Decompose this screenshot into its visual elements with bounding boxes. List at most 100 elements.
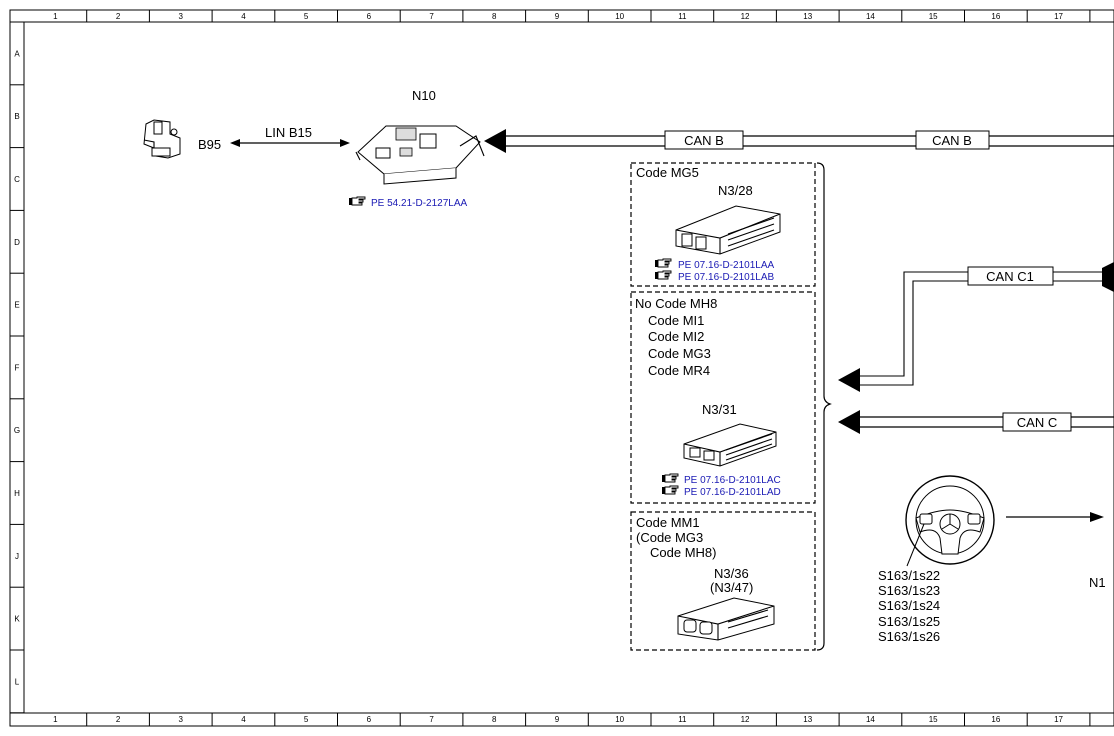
lin-b15-label: LIN B15 <box>265 125 312 140</box>
n10-ref: PE 54.21-D-2127LAA <box>371 198 468 209</box>
n3-31-label: N3/31 <box>702 402 737 417</box>
grid-col-label: 14 <box>866 715 875 724</box>
n3-28-module-icon <box>675 205 781 255</box>
grid-col-label: 5 <box>304 715 309 724</box>
n3-36-module-icon <box>677 597 775 641</box>
steering-label-2: S163/1s23 <box>878 583 940 598</box>
grid-col-label: 4 <box>241 715 246 724</box>
grid-row-label: K <box>14 615 20 624</box>
grid-row-label: D <box>14 238 20 247</box>
n3-31-ref-icon-2 <box>661 485 679 495</box>
grid-row-label: E <box>14 301 19 310</box>
steering-label-5: S163/1s26 <box>878 629 940 644</box>
grid-row-label: H <box>14 489 20 498</box>
grid-col-label: 6 <box>367 715 372 724</box>
group-mh8-code-3: Code MI2 <box>648 329 704 344</box>
n3-47-label: (N3/47) <box>710 580 753 595</box>
can-c-label: CAN C <box>1017 415 1057 430</box>
grid-col-label: 12 <box>741 12 750 21</box>
grid-col-label: 3 <box>179 12 184 21</box>
n3-31-module-icon <box>683 423 777 467</box>
grid-col-label: 17 <box>1054 12 1063 21</box>
n3-28-ref-1: PE 07.16-D-2101LAA <box>678 260 775 271</box>
grid-col-label: 7 <box>429 12 434 21</box>
group-mm1-frame <box>630 511 816 651</box>
grid-col-label: 12 <box>741 715 750 724</box>
can-c1-label: CAN C1 <box>986 269 1034 284</box>
grid-col-label: 10 <box>615 715 624 724</box>
grid-row-label: B <box>14 112 19 121</box>
grid-row-label: F <box>15 363 20 372</box>
grid-col-label: 1 <box>53 715 58 724</box>
steering-signal-arrow <box>1006 512 1104 522</box>
lin-b15-line <box>230 139 350 147</box>
n1-label: N1 <box>1089 575 1106 590</box>
steering-wheel-icon <box>905 475 995 565</box>
grid-col-label: 4 <box>241 12 246 21</box>
can-c-bus <box>838 410 1114 434</box>
group-mh8-code-2: Code MI1 <box>648 313 704 328</box>
grid-row-label: A <box>14 49 20 58</box>
can-c-box <box>1002 412 1072 432</box>
n3-31-ref-icon-1 <box>661 473 679 483</box>
grid-col-label: 16 <box>991 715 1000 724</box>
grid-row-label: G <box>14 426 20 435</box>
group-mh8-code-1: No Code MH8 <box>635 296 717 311</box>
n3-28-ref-2: PE 07.16-D-2101LAB <box>678 272 775 283</box>
can-c1-box <box>967 266 1054 286</box>
n3-28-ref-icon-2 <box>654 270 672 280</box>
grid-col-label: 13 <box>803 12 812 21</box>
grid-col-label: 8 <box>492 12 497 21</box>
grid-col-label: 3 <box>179 715 184 724</box>
grid-col-label: 6 <box>367 12 372 21</box>
grid-col-label: 1 <box>53 12 58 21</box>
group-mh8-code-5: Code MR4 <box>648 363 710 378</box>
grid-col-label: 13 <box>803 715 812 724</box>
n3-31-ref-1: PE 07.16-D-2101LAC <box>684 475 781 486</box>
n10-label: N10 <box>412 88 436 103</box>
grid-col-label: 14 <box>866 12 875 21</box>
n3-28-ref-icon-1 <box>654 258 672 268</box>
grid-col-label: 16 <box>991 12 1000 21</box>
n10-ref-icon <box>348 196 366 206</box>
steering-leader <box>906 523 925 567</box>
group-mg5-code: Code MG5 <box>636 165 699 180</box>
steering-label-4: S163/1s25 <box>878 614 940 629</box>
b95-label: B95 <box>198 137 221 152</box>
group-mm1-code-2: (Code MG3 <box>636 530 703 545</box>
can-b-bus <box>484 129 1114 153</box>
grid-col-label: 15 <box>929 715 938 724</box>
grid-col-label: 8 <box>492 715 497 724</box>
can-b-box-1 <box>664 130 744 150</box>
variant-brace <box>816 162 832 651</box>
grid-col-label: 9 <box>555 12 560 21</box>
grid-col-label: 17 <box>1054 715 1063 724</box>
steering-label-1: S163/1s22 <box>878 568 940 583</box>
group-mh8-code-4: Code MG3 <box>648 346 711 361</box>
grid-col-label: 11 <box>678 12 687 21</box>
group-mh8-frame <box>630 291 816 504</box>
grid-row-label: C <box>14 175 20 184</box>
grid-col-label: 7 <box>429 715 434 724</box>
steering-label-3: S163/1s24 <box>878 598 940 613</box>
grid-col-label: 11 <box>678 715 687 724</box>
n3-28-label: N3/28 <box>718 183 753 198</box>
can-b-label-2: CAN B <box>932 133 972 148</box>
group-mm1-code-3: Code MH8) <box>650 545 716 560</box>
grid-col-label: 10 <box>615 12 624 21</box>
grid-col-label: 2 <box>116 715 121 724</box>
grid-col-label: 9 <box>555 715 560 724</box>
grid-col-label: 5 <box>304 12 309 21</box>
group-mg5-frame <box>630 162 816 287</box>
n10-module-icon <box>355 125 485 185</box>
grid-col-label: 15 <box>929 12 938 21</box>
sensor-b95-icon <box>143 119 181 159</box>
can-b-label-1: CAN B <box>684 133 724 148</box>
group-mm1-code-1: Code MM1 <box>636 515 700 530</box>
grid-row-label: J <box>15 552 19 561</box>
n3-36-label: N3/36 <box>714 566 749 581</box>
can-b-box-2 <box>915 130 990 150</box>
